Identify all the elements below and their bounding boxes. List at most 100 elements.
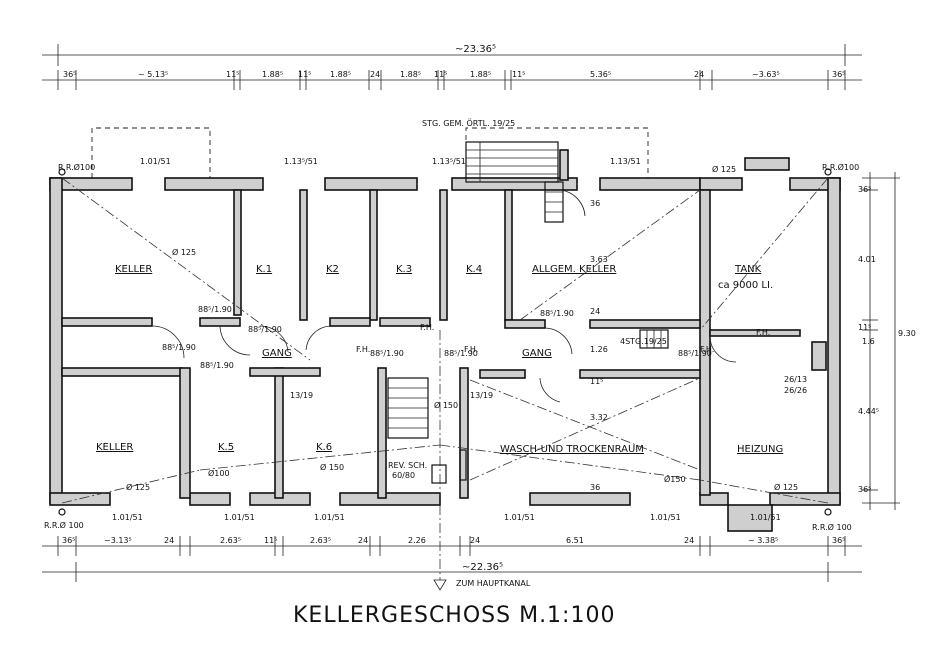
note-heiz-2: 26/26: [784, 386, 807, 395]
note-pipe-150-c: Ø150: [664, 474, 686, 484]
pipe-lines: [61, 177, 829, 591]
notes: STG. GEM. ÖRTL. 19/25 4STG.19/25 13/19 1…: [44, 118, 859, 588]
note-rr-nw: R.R.Ø100: [58, 162, 95, 172]
inner-dim-h: 1.6: [862, 337, 875, 346]
room-keller-sw: KELLER: [96, 442, 133, 453]
dim-bottom-seg-1: ~3.13⁵: [104, 536, 132, 545]
note-stair-1319-b: 13/19: [470, 391, 493, 400]
note-pipe-150-a: Ø 150: [320, 462, 344, 472]
dim-top-seg-2: 11⁵: [226, 70, 239, 79]
stair-4stg: [639, 329, 669, 349]
window-label-8: 1.01/51: [504, 513, 535, 522]
room-k6: K.6: [316, 442, 332, 453]
inner-dim-e: 3.32: [590, 413, 608, 422]
note-pipe-150-b: Ø 150: [434, 400, 458, 410]
room-k3: K.3: [396, 264, 412, 275]
dashed-overhangs: [91, 127, 649, 178]
room-labels: KELLER K.1 K2 K.3 K.4 ALLGEM. KELLER TAN…: [96, 264, 783, 480]
note-fh-4: F.H.: [700, 345, 714, 354]
dim-bottom-seg-11: ~ 3.38⁵: [748, 536, 778, 545]
note-stair-4: 4STG.19/25: [620, 337, 667, 346]
dim-bottom-seg-9: 6.51: [566, 536, 584, 545]
inner-dims: 3.63 24 36 1.26 3.32 36 11⁵ 1.6: [590, 199, 875, 492]
room-k1: K.1: [256, 264, 272, 275]
dim-top-seg-1: ~ 5.13⁵: [138, 70, 168, 79]
note-fh-5: F.H.: [756, 328, 770, 337]
note-rr-sw: R.R.Ø 100: [44, 520, 84, 530]
dim-top-total: ~23.36⁵: [455, 44, 496, 55]
room-k2: K2: [326, 264, 339, 275]
dim-bottom-seg-3: 2.63⁵: [220, 536, 241, 545]
door-label-5: 88⁵/1.90: [370, 349, 404, 358]
note-pipe-125-se: Ø 125: [774, 482, 798, 492]
fixtures: [58, 168, 832, 516]
drawing-title: KELLERGESCHOSS M.1:100: [293, 603, 615, 628]
dim-top-seg-14: 36⁵: [832, 70, 845, 79]
room-allgem-keller: ALLGEM. KELLER: [532, 264, 616, 275]
window-label-10: 1.01/51: [750, 513, 781, 522]
dim-top-seg-0: 36⁵: [63, 70, 76, 79]
dim-bottom-total: ~22.36⁵: [462, 562, 503, 573]
note-pipe-125-sw: Ø 125: [126, 482, 150, 492]
bottom-dimension-chain: 36⁵ ~3.13⁵ 24 2.63⁵ 11⁵ 2.63⁵ 24 2.26 24…: [42, 536, 862, 582]
dim-right-seg-4: 36⁵: [858, 485, 871, 494]
note-fh-1: F.H.: [356, 345, 370, 354]
note-heiz-1: 26/13: [784, 375, 807, 384]
dim-bottom-seg-7: 2.26: [408, 536, 426, 545]
inner-dim-g: 11⁵: [590, 377, 603, 386]
room-wasch: WASCH-UND TROCKENRAUM: [500, 444, 644, 455]
door-label-6: 88⁵/1.90: [444, 349, 478, 358]
room-rev-sch: REV. SCH.: [388, 461, 427, 470]
dim-bottom-seg-10: 24: [684, 536, 694, 545]
door-swings: [151, 189, 737, 403]
note-pipe-125-ne: Ø 125: [712, 164, 736, 174]
dim-top-seg-13: ~3.63⁵: [752, 70, 780, 79]
dim-top-seg-4: 11⁵: [298, 70, 311, 79]
rev-sch-size: 60/80: [392, 471, 415, 480]
room-k4: K.4: [466, 264, 482, 275]
dim-bottom-seg-6: 24: [358, 536, 368, 545]
door-label-2: 88⁵/1.90: [198, 305, 232, 314]
inner-dim-c: 36: [590, 199, 600, 208]
door-label-7: 88⁵/1.90: [540, 309, 574, 318]
door-label-4: 88⁵/1.90: [200, 361, 234, 370]
stair-top: [465, 141, 569, 223]
dim-bottom-seg-12: 36⁵: [832, 536, 845, 545]
dim-top-seg-3: 1.88⁵: [262, 70, 283, 79]
window-label-1: 1.01/51: [140, 157, 171, 166]
top-dimension-chain: ~23.36⁵ 36⁵ ~ 5.13⁵ 11⁵ 1.88⁵ 11⁵ 1.88⁵ …: [42, 44, 862, 90]
inner-dim-b: 24: [590, 307, 600, 316]
dim-top-seg-5: 1.88⁵: [330, 70, 351, 79]
tank-volume: ca 9000 LI.: [718, 280, 773, 291]
door-label-1: 88⁵/1.90: [162, 343, 196, 352]
room-heizung: HEIZUNG: [737, 444, 783, 455]
window-label-4: 1.13/51: [610, 157, 641, 166]
inner-dim-d: 1.26: [590, 345, 608, 354]
door-label-8: 88⁵/1.90: [678, 349, 712, 358]
dim-bottom-seg-0: 36⁵: [62, 536, 75, 545]
window-label-2: 1.13⁵/51: [284, 157, 318, 166]
inner-dim-f: 36: [590, 483, 600, 492]
room-keller-nw: KELLER: [115, 264, 152, 275]
dim-top-seg-6: 24: [370, 70, 380, 79]
window-label-6: 1.01/51: [224, 513, 255, 522]
door-labels: 88⁵/1.90 88⁵/1.90 88⁵/1.90 88⁵/1.90 88⁵/…: [162, 305, 712, 370]
dim-top-seg-9: 1.88⁵: [470, 70, 491, 79]
note-stair-1319-a: 13/19: [290, 391, 313, 400]
window-label-3: 1.13⁵/51: [432, 157, 466, 166]
dim-bottom-seg-4: 11⁵: [264, 536, 277, 545]
note-rr-ne: R.R.Ø100: [822, 162, 859, 172]
dim-right-seg-2: 11⁵: [858, 323, 871, 332]
dim-bottom-seg-2: 24: [164, 536, 174, 545]
note-fh-2: F.H.: [420, 323, 434, 332]
right-dimension-chain: 36⁵ 4.01 11⁵ 4.44⁵ 36⁵ 9.30: [858, 172, 916, 510]
room-gang-east: GANG: [522, 348, 552, 359]
dim-right-seg-3: 4.44⁵: [858, 407, 879, 416]
dim-top-seg-10: 11⁵: [512, 70, 525, 79]
inner-dim-a: 3.63: [590, 255, 608, 264]
room-k5: K.5: [218, 442, 234, 453]
dim-bottom-seg-5: 2.63⁵: [310, 536, 331, 545]
note-pipe-125-nw: Ø 125: [172, 247, 196, 257]
outer-walls: [49, 157, 841, 532]
